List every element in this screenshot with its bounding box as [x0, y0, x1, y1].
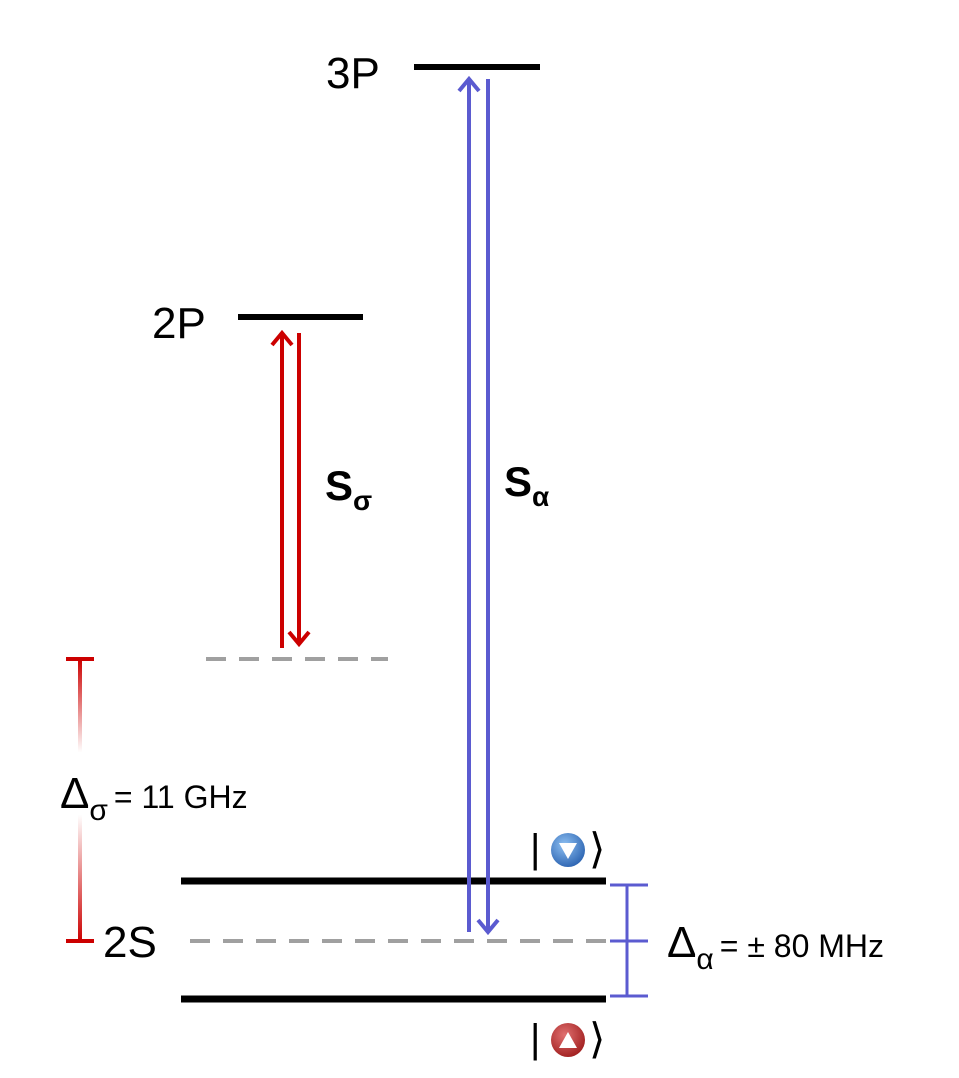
label-3p: 3P	[326, 49, 380, 98]
down-triangle-circle-icon	[551, 833, 585, 867]
label-s-alpha: Sα	[504, 458, 549, 512]
label-delta-sigma: Δσ= 11 GHz	[60, 769, 248, 827]
label-2p: 2P	[152, 299, 206, 348]
ket-spin-down: | ⟩	[530, 825, 605, 872]
label-s-sigma: Sσ	[325, 462, 372, 516]
up-triangle-circle-icon	[551, 1023, 585, 1057]
detuning-sigma-bracket	[66, 657, 94, 943]
label-2s: 2S	[103, 918, 157, 967]
transition-alpha-arrows	[457, 75, 500, 936]
ket-bracket: ⟩	[589, 1015, 605, 1062]
detuning-alpha-bracket	[610, 883, 648, 998]
ket-bar: |	[530, 827, 540, 871]
transition-sigma-arrows	[270, 329, 311, 648]
ket-bar: |	[530, 1017, 540, 1061]
ket-bracket: ⟩	[589, 825, 605, 872]
ket-spin-up: | ⟩	[530, 1015, 605, 1062]
label-delta-alpha: Δα= ± 80 MHz	[667, 918, 884, 976]
